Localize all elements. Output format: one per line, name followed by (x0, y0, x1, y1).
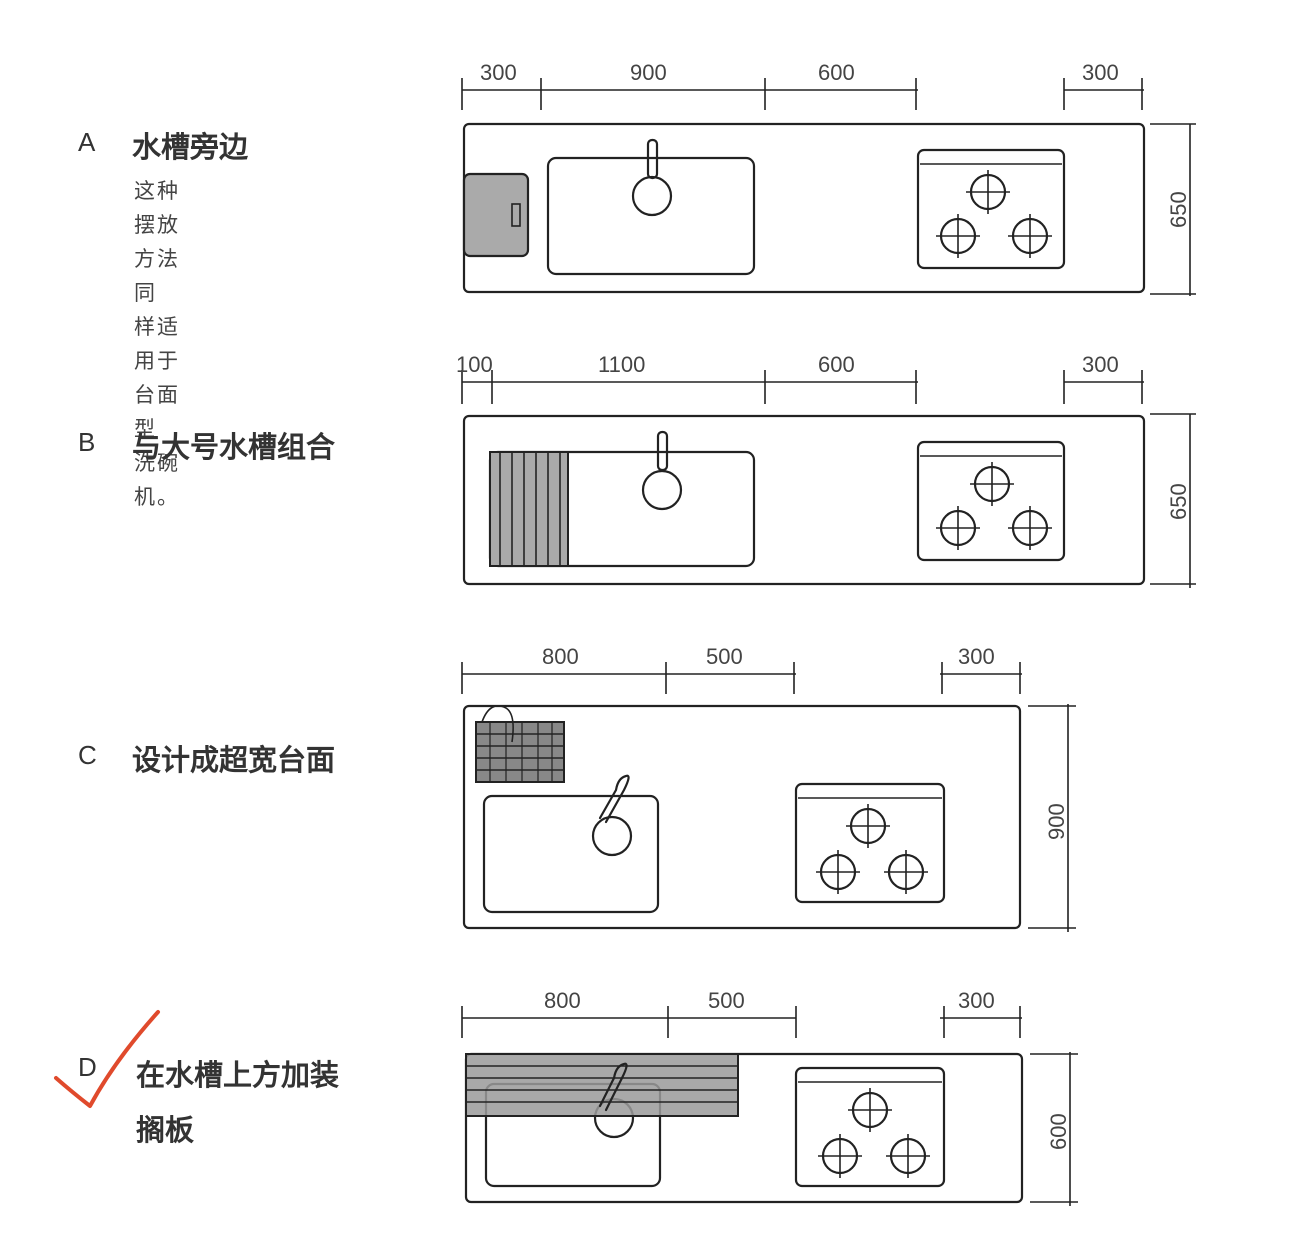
dim-label: 300 (1082, 60, 1119, 85)
countertop (464, 1052, 1024, 1204)
layout-c-title: 设计成超宽台面 (132, 743, 336, 777)
burner-icon (818, 1134, 862, 1178)
over-sink-shelf (465, 1053, 739, 1117)
stove (794, 1066, 946, 1188)
dim-label: 1100 (598, 352, 645, 377)
layout-d-title-line-1: 在水槽上方加装 (136, 1058, 340, 1092)
sink (482, 794, 660, 914)
layout-d-letter: D (78, 1052, 97, 1082)
desc-line: 这种摆放方法同 (134, 179, 180, 305)
dishwasher (462, 172, 530, 258)
stove (794, 782, 946, 904)
layout-a-letter: A (78, 127, 96, 157)
desc-line: 样适用于台面型 (134, 315, 180, 441)
burner-icon (970, 462, 1014, 506)
dim-label: 300 (958, 988, 995, 1013)
burner-icon (848, 1088, 892, 1132)
dimension-line (461, 78, 1144, 110)
layout-a-description: 这种摆放方法同 样适用于台面型 洗碗机。 (134, 174, 180, 514)
burner-icon (936, 214, 980, 258)
countertop (462, 704, 1022, 930)
dim-label: 800 (544, 988, 581, 1013)
dim-label: 500 (706, 644, 743, 669)
dim-label: 500 (708, 988, 745, 1013)
side-dim-label: 900 (1044, 803, 1069, 840)
layout-a-plan: 300 900 600 300 650 (461, 60, 1196, 296)
dim-label: 600 (818, 352, 855, 377)
burner-icon (936, 506, 980, 550)
side-dim-label: 650 (1166, 191, 1191, 228)
burner-icon (886, 1134, 930, 1178)
dish-rack (475, 705, 565, 783)
layout-c-letter: C (78, 740, 97, 770)
drain-icon (591, 815, 633, 857)
layout-a-title: 水槽旁边 (132, 130, 249, 164)
dim-label: 300 (1082, 352, 1119, 377)
dim-label: 300 (480, 60, 517, 85)
dim-label: 900 (630, 60, 667, 85)
layout-b-letter: B (78, 427, 96, 457)
check-mark-icon (54, 1010, 160, 1108)
drain-icon (641, 469, 683, 511)
dim-label: 600 (818, 60, 855, 85)
drying-rack (489, 451, 569, 567)
burner-icon (1008, 214, 1052, 258)
layout-d-title-line-2: 搁板 (136, 1113, 195, 1147)
dimension-line (461, 1006, 1022, 1038)
stove (916, 148, 1066, 270)
burner-icon (846, 804, 890, 848)
burner-icon (1008, 506, 1052, 550)
layout-b-plan: 100 1100 600 300 650 (456, 352, 1196, 588)
countertop (462, 414, 1146, 586)
layout-c-plan: 800 500 300 900 (461, 644, 1076, 932)
layout-b-title: 与大号水槽组合 (132, 430, 336, 464)
faucet-icon (646, 138, 659, 180)
dim-label: 100 (456, 352, 493, 377)
dimension-line (461, 662, 1022, 694)
burner-icon (816, 850, 860, 894)
faucet-icon (598, 774, 630, 824)
sink (546, 156, 756, 276)
side-dim-label: 650 (1166, 483, 1191, 520)
desc-line: 洗碗机。 (134, 451, 180, 509)
drain-icon (631, 175, 673, 217)
stove (916, 440, 1066, 562)
side-dim-label: 600 (1046, 1113, 1071, 1150)
dim-label: 300 (958, 644, 995, 669)
dim-label: 800 (542, 644, 579, 669)
burner-icon (966, 170, 1010, 214)
faucet-icon (656, 430, 669, 472)
layout-d-plan: 800 500 300 600 (461, 988, 1078, 1206)
faucet-icon (598, 1062, 628, 1112)
dimension-line (461, 370, 1144, 404)
burner-icon (884, 850, 928, 894)
